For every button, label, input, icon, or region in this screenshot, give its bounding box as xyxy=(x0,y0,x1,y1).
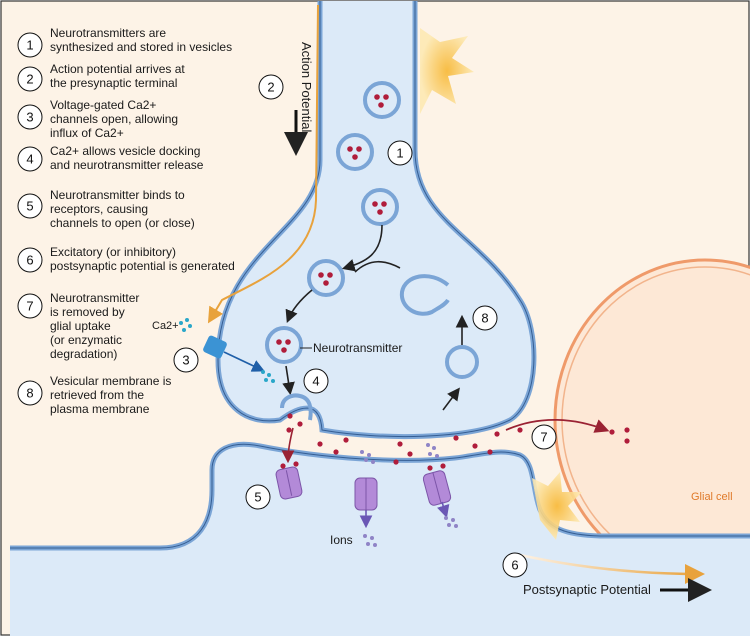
svg-text:degradation): degradation) xyxy=(50,347,117,361)
receptor-channel xyxy=(275,461,303,500)
legend-item-6: 6 Excitatory (or inhibitory) postsynapti… xyxy=(17,245,235,273)
step-badge-4: 4 xyxy=(303,368,329,394)
svg-text:4: 4 xyxy=(312,374,319,389)
step-badge-7: 7 xyxy=(531,424,557,450)
svg-text:is removed by: is removed by xyxy=(50,305,125,319)
axon-current-arrow xyxy=(207,4,319,324)
vesicle xyxy=(363,81,401,119)
legend-item-1: 1 Neurotransmitters are synthesized and … xyxy=(17,26,232,58)
glial-uptake-arrow xyxy=(505,418,610,433)
legend-item-4: 4 Ca2+ allows vesicle docking and neurot… xyxy=(17,144,204,172)
svg-text:7: 7 xyxy=(26,299,33,314)
svg-text:and neurotransmitter release: and neurotransmitter release xyxy=(50,158,204,172)
svg-text:retrieved from the: retrieved from the xyxy=(50,388,144,402)
svg-text:6: 6 xyxy=(26,253,33,268)
svg-text:1: 1 xyxy=(26,38,33,53)
postsynaptic-potential-label: Postsynaptic Potential xyxy=(523,582,651,597)
vesicle xyxy=(307,259,345,297)
svg-text:2: 2 xyxy=(267,80,274,95)
svg-text:8: 8 xyxy=(26,386,33,401)
svg-text:4: 4 xyxy=(26,152,33,167)
vesicle xyxy=(265,326,303,364)
legend-item-8: 8 Vesicular membrane is retrieved from t… xyxy=(17,374,171,416)
axon-glow xyxy=(420,28,474,114)
postsynaptic-current-arrow xyxy=(519,553,705,584)
svg-text:synthesized and stored in vesi: synthesized and stored in vesicles xyxy=(50,40,232,54)
svg-text:Neurotransmitter: Neurotransmitter xyxy=(50,291,139,305)
arrow-recycle xyxy=(354,260,401,273)
calcium-ions xyxy=(179,318,275,383)
binding-arrow xyxy=(281,427,295,464)
svg-text:3: 3 xyxy=(182,353,189,368)
action-potential-label: Action Potential xyxy=(299,42,314,132)
legend: 1 Neurotransmitters are synthesized and … xyxy=(17,26,235,416)
svg-text:Neurotransmitter binds to: Neurotransmitter binds to xyxy=(50,188,185,202)
glial-cell-label: Glial cell xyxy=(691,491,733,503)
svg-text:glial uptake: glial uptake xyxy=(50,319,111,333)
svg-text:5: 5 xyxy=(254,490,261,505)
svg-text:influx of Ca2+: influx of Ca2+ xyxy=(50,126,124,140)
svg-text:channels open, allowing: channels open, allowing xyxy=(50,112,178,126)
svg-text:2: 2 xyxy=(26,72,33,87)
ions xyxy=(360,443,458,547)
svg-text:Action potential arrives at: Action potential arrives at xyxy=(50,62,185,76)
arrow-docking xyxy=(282,365,295,396)
svg-text:Ca2+ allows vesicle docking: Ca2+ allows vesicle docking xyxy=(50,144,200,158)
step-badge-1: 1 xyxy=(387,140,413,166)
legend-item-7: 7 Neurotransmitter is removed by glial u… xyxy=(17,291,139,361)
svg-text:8: 8 xyxy=(481,311,488,326)
arrow-retrieval xyxy=(442,387,460,411)
receptor-channel xyxy=(354,477,378,529)
neurotransmitter-label: Neurotransmitter xyxy=(313,341,402,355)
svg-text:6: 6 xyxy=(511,558,518,573)
svg-text:the presynaptic terminal: the presynaptic terminal xyxy=(50,76,177,90)
step-badge-5: 5 xyxy=(245,484,271,510)
fusion-pore xyxy=(280,393,313,421)
vesicle xyxy=(361,188,399,226)
step-badge-8: 8 xyxy=(472,305,498,331)
recycled-vesicle xyxy=(445,345,479,379)
calcium-channel xyxy=(203,335,265,372)
svg-text:Voltage-gated Ca2+: Voltage-gated Ca2+ xyxy=(50,98,156,112)
vesicle xyxy=(336,133,374,171)
svg-text:(or enzymatic: (or enzymatic xyxy=(50,333,122,347)
step-badge-6: 6 xyxy=(502,552,528,578)
svg-text:Excitatory (or inhibitory): Excitatory (or inhibitory) xyxy=(50,245,176,259)
svg-text:receptors, causing: receptors, causing xyxy=(50,202,148,216)
receptor-channel xyxy=(422,463,452,519)
svg-text:1: 1 xyxy=(396,146,403,161)
step-badge-3: 3 xyxy=(173,347,199,373)
legend-item-5: 5 Neurotransmitter binds to receptors, c… xyxy=(17,188,195,230)
ions-label: Ions xyxy=(330,533,353,547)
postsynaptic-glow xyxy=(532,472,582,540)
calcium-label: Ca2+ xyxy=(152,320,179,332)
svg-text:7: 7 xyxy=(540,430,547,445)
svg-text:Vesicular membrane is: Vesicular membrane is xyxy=(50,374,171,388)
legend-item-3: 3 Voltage-gated Ca2+ channels open, allo… xyxy=(17,98,178,140)
legend-item-2: 2 Action potential arrives at the presyn… xyxy=(17,62,185,92)
retrieved-membrane xyxy=(399,274,450,316)
arrow-vesicle-move xyxy=(285,289,313,323)
svg-text:postsynaptic potential is gene: postsynaptic potential is generated xyxy=(50,259,235,273)
svg-text:plasma membrane: plasma membrane xyxy=(50,402,150,416)
released-neurotransmitter xyxy=(286,413,630,465)
svg-text:3: 3 xyxy=(26,110,33,125)
svg-text:5: 5 xyxy=(26,199,33,214)
svg-text:Neurotransmitters are: Neurotransmitters are xyxy=(50,26,166,40)
svg-text:channels to open (or close): channels to open (or close) xyxy=(50,216,195,230)
step-badge-2: 2 xyxy=(258,74,284,100)
arrow-vesicle-move xyxy=(341,224,383,272)
